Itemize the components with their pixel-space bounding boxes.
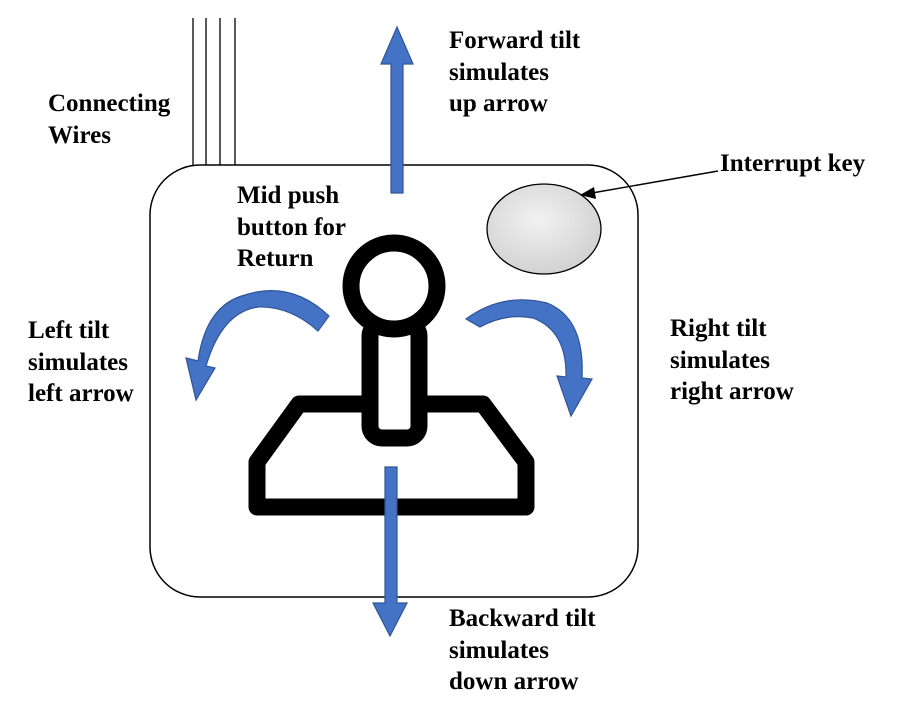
backward-tilt-label-line: Backward tilt <box>449 605 596 632</box>
interrupt-key-label-line: Interrupt key <box>720 150 866 177</box>
forward-tilt-label-line: Forward tilt <box>449 27 581 54</box>
left-tilt-label-line: Left tilt <box>28 317 110 344</box>
left-tilt-label: Left tilt simulates left arrow <box>28 315 134 410</box>
up-arrow-icon <box>380 25 414 194</box>
connecting-wires-label: Connecting Wires <box>48 88 170 151</box>
right-tilt-label-line: Right tilt <box>670 315 767 342</box>
connecting-wires-label-line: Connecting <box>48 90 171 117</box>
mid-push-label-line: Mid push <box>237 182 340 209</box>
left-tilt-label-line: left arrow <box>28 380 134 407</box>
joystick-base <box>248 395 535 516</box>
connecting-wires-label-line: Wires <box>48 121 111 149</box>
forward-tilt-label-line: up arrow <box>449 90 548 117</box>
interrupt-key-button[interactable] <box>486 183 602 275</box>
right-tilt-label: Right tilt simulates right arrow <box>670 313 794 408</box>
down-arrow-icon <box>372 466 408 638</box>
mid-push-button-label: Mid push button for Return <box>237 180 346 275</box>
right-curved-arrow-icon <box>464 299 593 418</box>
interrupt-key-label: Interrupt key <box>720 148 865 180</box>
joystick-shaft <box>361 315 428 447</box>
interrupt-pointer-arrow <box>580 170 719 199</box>
mid-push-label-line: Return <box>237 245 314 272</box>
left-curved-arrow-icon <box>185 289 330 402</box>
mid-push-label-line: button for <box>237 213 347 241</box>
right-tilt-label-line: right arrow <box>670 378 794 405</box>
forward-tilt-label: Forward tilt simulates up arrow <box>449 25 580 120</box>
backward-tilt-label-line: simulates <box>449 636 549 664</box>
joystick-icon <box>248 234 535 516</box>
forward-tilt-label-line: simulates <box>449 58 549 86</box>
backward-tilt-label-line: down arrow <box>449 668 579 695</box>
left-tilt-label-line: simulates <box>28 348 128 376</box>
backward-tilt-label: Backward tilt simulates down arrow <box>449 603 596 698</box>
joystick-knob <box>342 234 446 338</box>
connecting-wires <box>192 18 236 167</box>
right-tilt-label-line: simulates <box>670 346 770 374</box>
